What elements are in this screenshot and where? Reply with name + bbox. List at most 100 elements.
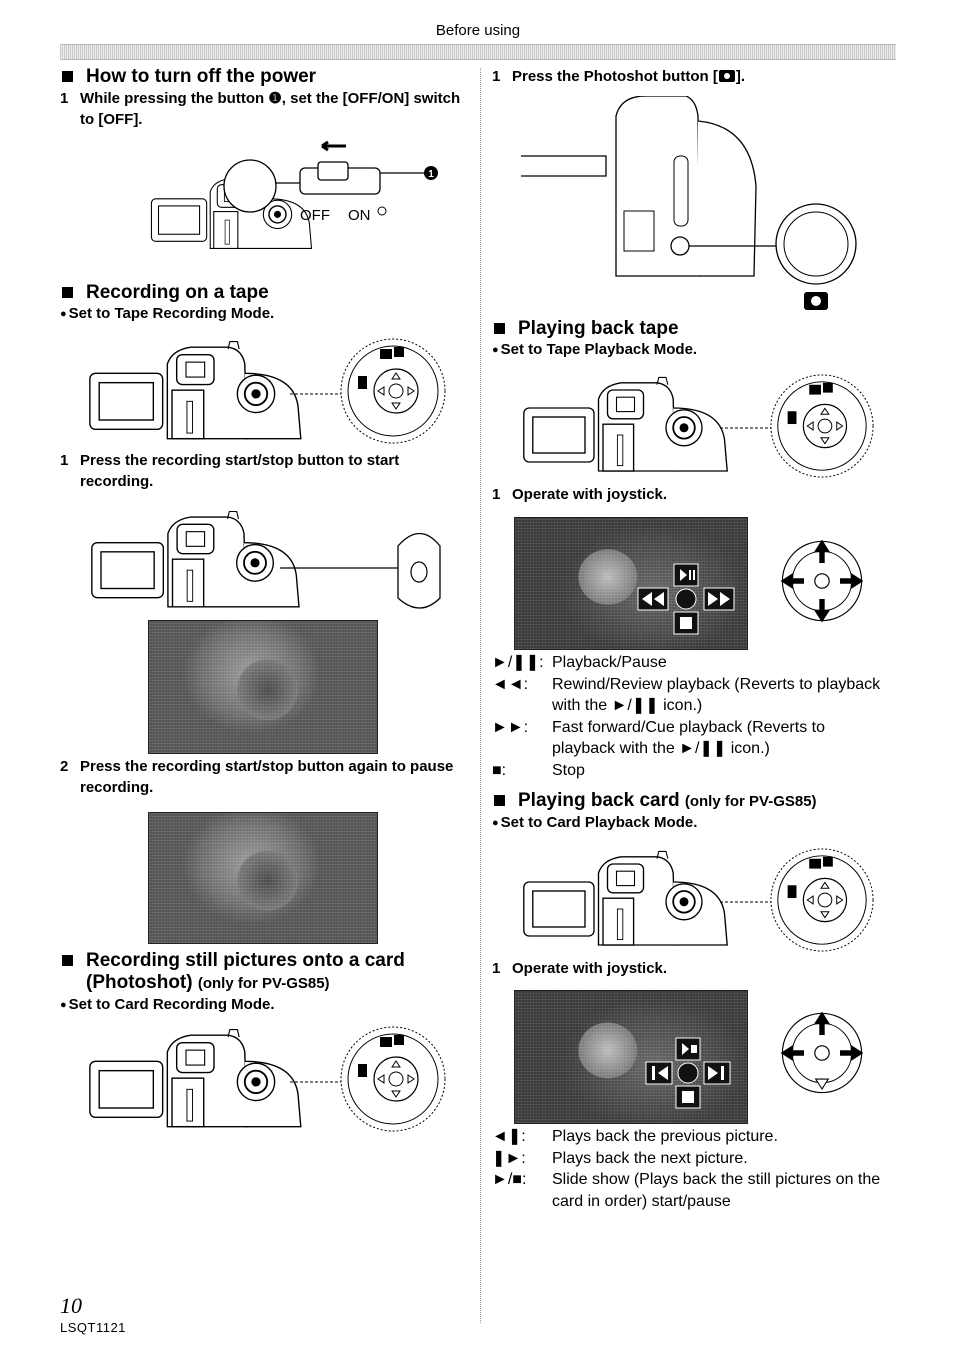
bullet-text: Set to Tape Playback Mode.	[500, 341, 698, 358]
legend-text: Plays back the next picture.	[552, 1149, 748, 1167]
photoshot-section: Recording still pictures onto a card (Ph…	[60, 950, 470, 1016]
section-heading: Playing back card (only for PV-GS85)	[492, 790, 892, 813]
heading-text: Recording still pictures onto a card	[86, 950, 405, 971]
legend-row: ❚►: Plays back the next picture.	[492, 1148, 892, 1170]
tape-playback-section: Playing back tape ●Set to Tape Playback …	[492, 318, 892, 361]
legend-text: Stop	[552, 761, 585, 779]
slideshow-icon	[682, 1043, 689, 1055]
legend-row: ►►: Fast forward/Cue playback (Reverts to…	[492, 717, 892, 760]
paused-photo	[148, 812, 378, 944]
delete-icon	[682, 1091, 694, 1103]
page-header: Before using	[435, 22, 521, 39]
step: 1 Press the recording start/stop button t…	[60, 450, 470, 492]
legend-symbol: ■:	[492, 761, 507, 779]
mode-dial-icon	[770, 848, 874, 952]
legend-text: Slide show (Plays back the still picture…	[552, 1171, 881, 1210]
column-divider	[480, 68, 481, 1323]
legend-symbol: ►►:	[492, 718, 529, 736]
legend-symbol: ◄❚:	[492, 1128, 526, 1145]
power-switch-illustration: 1 OFF ON	[150, 140, 438, 250]
heading-text: How to turn off the power	[86, 66, 317, 87]
page-number: 10	[60, 1293, 82, 1318]
legend-text: Plays back the previous picture.	[552, 1128, 778, 1145]
legend-row: ►/■: Slide show (Plays back the still pic…	[492, 1169, 892, 1212]
camcorder-icon	[522, 850, 729, 946]
card-recording-illustration	[88, 1026, 446, 1132]
bullet-text: Set to Card Recording Mode.	[68, 996, 275, 1013]
joystick-illustration	[780, 539, 864, 623]
heading-model-note: (only for PV-GS85)	[197, 975, 330, 992]
bullet: ●Set to Tape Recording Mode.	[60, 305, 275, 322]
photoshot-button-illustration	[521, 96, 857, 310]
step-text: Operate with joystick.	[512, 960, 668, 977]
legend-row: ◄❚: Plays back the previous picture.	[492, 1126, 892, 1148]
step-row: 1 Press the recording start/stop button t…	[60, 450, 470, 492]
heading-model-note: (only for PV-GS85)	[684, 793, 817, 810]
switch-off-label: OFF	[300, 207, 330, 224]
step: 1 Operate with joystick.	[492, 958, 892, 979]
legend-row: ►/❚❚:Playback/Pause	[492, 652, 892, 674]
mode-dial-icon	[770, 374, 874, 478]
legend-text: Fast forward/Cue playback (Reverts to pl…	[552, 718, 825, 758]
legend-symbol: ►/❚❚:	[492, 654, 544, 671]
card-playback-illustration	[522, 848, 874, 952]
mode-dial-icon	[340, 338, 446, 444]
card-playback-legend: ◄❚: Plays back the previous picture. ❚►: P…	[492, 1126, 892, 1212]
section-heading: Playing back tape	[492, 318, 892, 340]
step-number: 1	[60, 90, 69, 107]
step-text: Press the recording start/stop button to…	[80, 452, 400, 490]
recording-photo	[148, 620, 378, 754]
heading-text: Playing back card	[518, 790, 680, 811]
joystick-illustration	[780, 1011, 864, 1094]
step: 2 Press the recording start/stop button a…	[60, 756, 470, 798]
step-number: 1	[492, 960, 501, 977]
card-playback-osd	[645, 1037, 731, 1109]
camcorder-icon	[522, 376, 729, 472]
document-code: LSQT1121	[60, 1320, 126, 1335]
step-row: 1 Operate with joystick.	[492, 958, 892, 979]
legend-symbol: ◄◄:	[492, 675, 529, 693]
bullet: ●Set to Card Recording Mode.	[60, 996, 275, 1013]
bullet-text: Set to Tape Recording Mode.	[68, 305, 275, 322]
tape-recording-illustration	[88, 338, 446, 444]
heading-text-line2: (Photoshot)	[86, 972, 193, 993]
bullet: ●Set to Tape Playback Mode.	[492, 341, 698, 358]
bullet-text: Set to Card Playback Mode.	[500, 814, 698, 831]
step-text: Operate with joystick.	[512, 486, 668, 503]
step-number: 2	[60, 758, 69, 775]
mode-dial-icon	[340, 1026, 446, 1132]
camera-icon	[718, 70, 735, 82]
tape-playback-osd	[637, 563, 735, 635]
heading-text: Playing back tape	[518, 318, 679, 339]
legend-symbol: ❚►:	[492, 1149, 526, 1167]
switch-on-label: ON	[348, 207, 371, 224]
legend-symbol: ►/■:	[492, 1171, 527, 1188]
section-heading: How to turn off the power	[60, 66, 470, 88]
tape-playback-photo	[514, 517, 748, 650]
play-pause-icon	[680, 569, 687, 581]
step-text-end: ].	[735, 68, 745, 85]
fast-forward-icon	[708, 592, 730, 606]
next-icon	[708, 1066, 718, 1080]
camcorder-icon	[90, 510, 300, 608]
legend-text: Rewind/Review playback (Reverts to playb…	[552, 675, 881, 715]
bullet: ●Set to Card Playback Mode.	[492, 814, 698, 831]
tape-playback-illustration	[522, 374, 874, 478]
stop-icon	[680, 617, 692, 629]
step-number: 1	[60, 452, 69, 469]
record-button-illustration	[90, 510, 441, 609]
step-row: 2 Press the recording start/stop button a…	[60, 756, 470, 798]
header-bar	[60, 44, 896, 60]
callout-number: 1	[428, 169, 434, 180]
heading-text: Recording on a tape	[86, 282, 269, 303]
section-heading: Recording still pictures onto a card (Ph…	[60, 950, 470, 995]
step-text: Press the recording start/stop button ag…	[80, 758, 454, 796]
legend-row: ■: Stop	[492, 760, 892, 782]
tape-recording-section: Recording on a tape ●Set to Tape Recordi…	[60, 282, 470, 325]
